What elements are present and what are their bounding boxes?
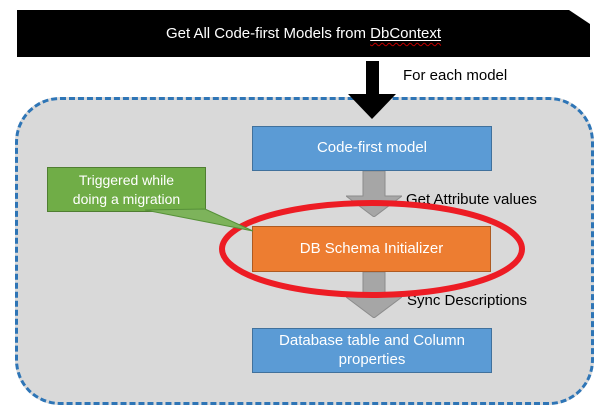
foreach-down-arrow-icon: [348, 61, 396, 119]
callout-tail-icon: [144, 208, 254, 232]
node-database-table-properties-label: Database table and Column properties: [279, 331, 465, 368]
callout-line2: doing a migration: [72, 190, 181, 207]
title-banner-prefix: Get All Code-first Models from: [165, 25, 371, 42]
callout-line1: Triggered while: [78, 171, 175, 188]
dbcontext-underlined-word: DbContext: [370, 25, 442, 42]
node-code-first-model-label: Code-first model: [316, 139, 428, 157]
step-arrow-label-2: Sync Descriptions: [407, 292, 528, 309]
foreach-arrow-label: For each model: [403, 67, 508, 84]
title-banner: Get All Code-first Models from DbContext: [17, 10, 590, 57]
node-db-schema-initializer-label: DB Schema Initializer: [299, 239, 444, 257]
step-arrow-label-1: Get Attribute values: [406, 191, 537, 208]
node-database-table-properties: Database table and Column properties: [252, 328, 492, 373]
title-banner-text: Get All Code-first Models from DbContext: [166, 25, 441, 42]
callout-triggered-migration: Triggered while doing a migration: [47, 167, 206, 212]
node-db-schema-initializer: DB Schema Initializer: [252, 226, 491, 272]
highlight-ellipse: [219, 200, 525, 298]
node-code-first-model: Code-first model: [252, 126, 492, 171]
